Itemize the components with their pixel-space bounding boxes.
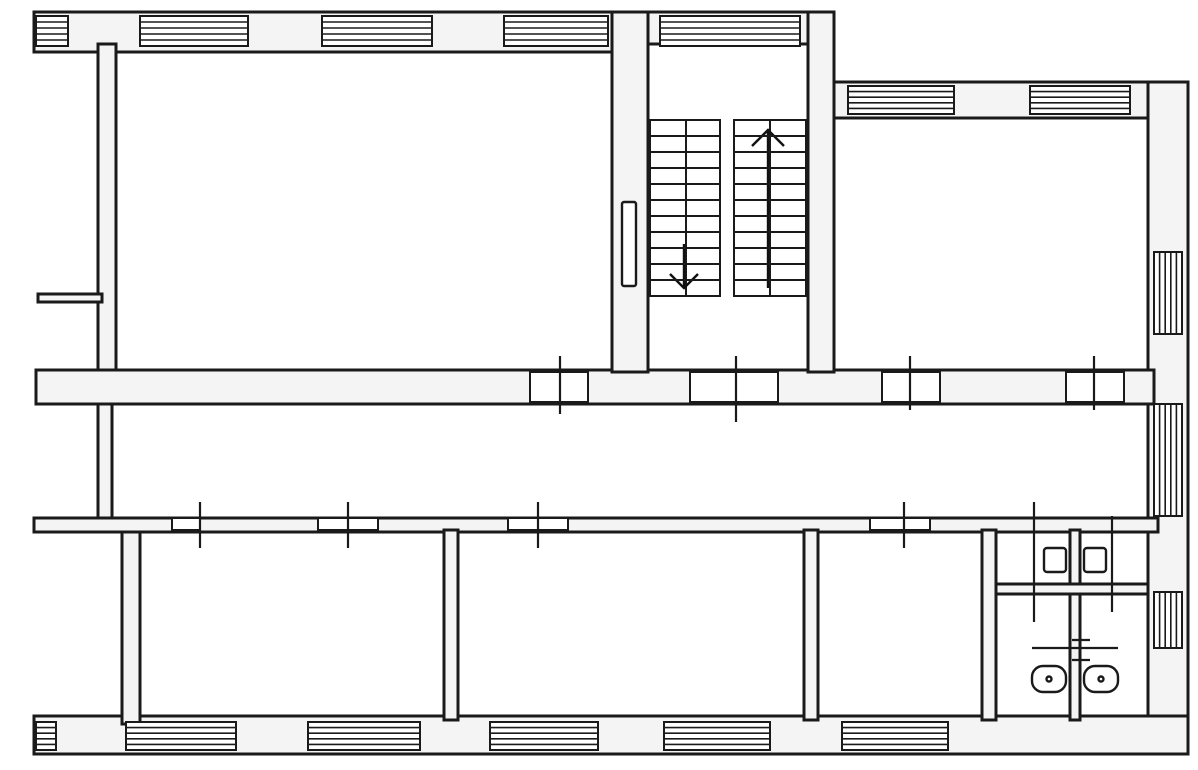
window-frame [307, 721, 421, 751]
window-frame [1153, 403, 1183, 517]
room-bottom-3[interactable] [816, 530, 984, 718]
toilet-icon[interactable] [1082, 546, 1108, 574]
wall-left-lower [96, 402, 114, 526]
wall-opening [171, 517, 201, 531]
fixtures [1030, 546, 1120, 694]
window [35, 721, 57, 751]
stairwell-wall-left [610, 10, 650, 374]
window [125, 721, 237, 751]
toilet-icon[interactable] [1042, 546, 1068, 574]
window-frame [321, 15, 433, 47]
partition-3 [980, 528, 998, 722]
room-top-right[interactable] [832, 116, 1150, 372]
room-bottom-1[interactable] [138, 530, 446, 718]
window [1153, 591, 1183, 649]
partition-2 [802, 528, 820, 722]
window [35, 15, 69, 47]
window [663, 721, 771, 751]
stair-rail [620, 200, 638, 288]
window [1153, 403, 1183, 517]
sink-drain-icon [1097, 675, 1105, 683]
window [489, 721, 599, 751]
window [139, 15, 249, 47]
window [503, 15, 609, 47]
wall-stub-left [36, 292, 104, 304]
window-frame [659, 15, 801, 47]
window [847, 85, 955, 115]
wall-left-upper [96, 42, 118, 406]
staircase [620, 119, 807, 297]
stairwell-wall-right [806, 10, 836, 374]
window-frame [1153, 591, 1183, 649]
window-frame [1029, 85, 1131, 115]
window-frame [489, 721, 599, 751]
window-frame [841, 721, 949, 751]
sink-drain-icon [1045, 675, 1053, 683]
window [321, 15, 433, 47]
doors [198, 356, 1114, 662]
window-frame [35, 721, 57, 751]
corridor-wall-top [34, 368, 1156, 406]
room-wc-4[interactable] [1078, 592, 1150, 718]
window [1153, 251, 1183, 335]
wc-partition-h [994, 582, 1150, 596]
wall-opening [689, 371, 779, 403]
partition-1 [442, 528, 460, 722]
room-top-left[interactable] [114, 50, 614, 372]
window [841, 721, 949, 751]
window-frame [125, 721, 237, 751]
window-frame [663, 721, 771, 751]
room-corridor[interactable] [110, 402, 1150, 520]
room-bottom-2[interactable] [456, 530, 806, 718]
wall-opening [869, 517, 931, 531]
window-frame [1153, 251, 1183, 335]
window-frame [503, 15, 609, 47]
window [659, 15, 801, 47]
window-frame [847, 85, 955, 115]
window [307, 721, 421, 751]
rooms [110, 42, 1150, 718]
window-frame [139, 15, 249, 47]
window-frame [35, 15, 69, 47]
window [1029, 85, 1131, 115]
wall-left-bottom [120, 522, 142, 726]
arrow-up-icon [751, 128, 785, 288]
